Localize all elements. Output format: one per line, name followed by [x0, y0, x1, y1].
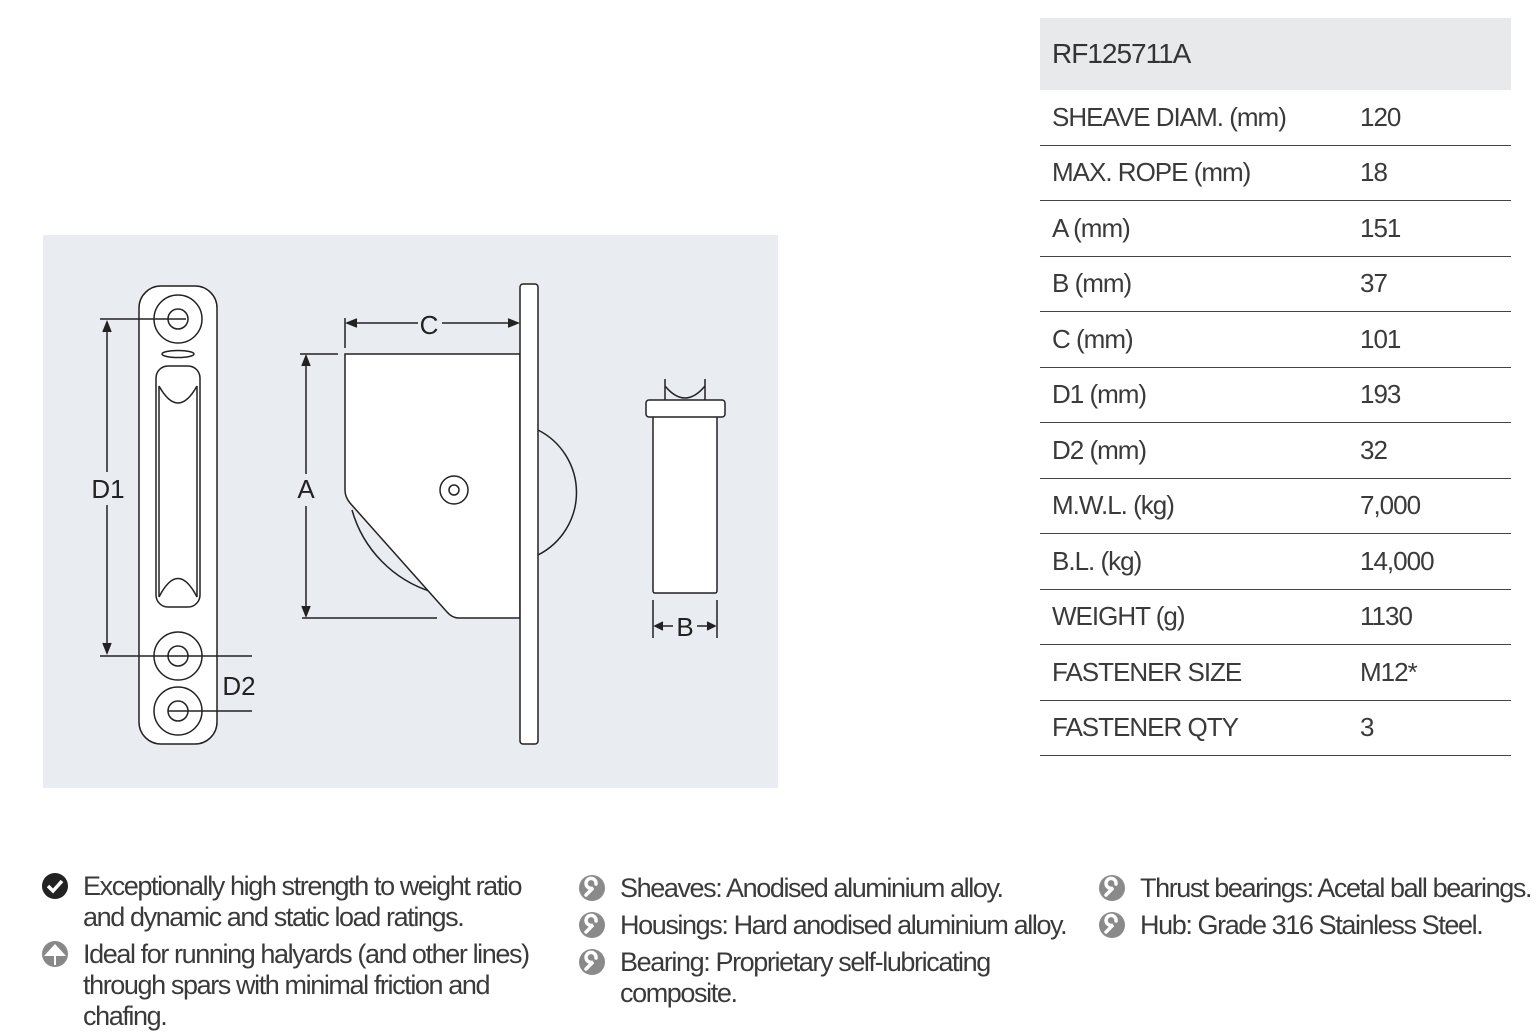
spec-value: 101	[1360, 323, 1401, 354]
material-item: Thrust bearings: Acetal ball bearings.	[1098, 873, 1534, 904]
spec-value: 37	[1360, 268, 1388, 299]
materials-list: Sheaves: Anodised aluminium alloy. Housin…	[578, 873, 1083, 1009]
spec-row: A (mm) 151	[1040, 201, 1511, 257]
spec-row: WEIGHT (g) 1130	[1040, 590, 1511, 645]
materials-list: Thrust bearings: Acetal ball bearings. Hu…	[1098, 873, 1534, 941]
wrench-icon	[1099, 875, 1125, 901]
dimension-label-a: A	[297, 474, 315, 504]
sail-icon	[42, 941, 68, 967]
spec-label: C (mm)	[1052, 323, 1134, 354]
spec-label: D2 (mm)	[1052, 434, 1147, 465]
spec-value: 193	[1360, 379, 1401, 410]
spec-value: 151	[1360, 212, 1401, 243]
spec-row: C (mm) 101	[1040, 312, 1511, 368]
features-list: Exceptionally high strength to weight ra…	[41, 871, 566, 1032]
spec-label: B.L. (kg)	[1052, 545, 1142, 576]
wrench-icon	[1099, 912, 1125, 938]
spec-row: FASTENER SIZE M12*	[1040, 645, 1511, 701]
spec-row: MAX. ROPE (mm) 18	[1040, 146, 1511, 201]
spec-label: M.W.L. (kg)	[1052, 490, 1175, 521]
spec-label: MAX. ROPE (mm)	[1052, 157, 1251, 188]
spec-label: B (mm)	[1052, 268, 1132, 299]
spec-value: 18	[1360, 157, 1388, 188]
dimension-label-d2: D2	[222, 671, 255, 701]
spec-label: WEIGHT (g)	[1052, 601, 1186, 632]
spec-value: 3	[1360, 712, 1375, 743]
spec-label: FASTENER SIZE	[1052, 656, 1242, 687]
wrench-icon	[579, 912, 605, 938]
spec-row: M.W.L. (kg) 7,000	[1040, 479, 1511, 534]
front-view	[100, 285, 252, 745]
dimension-label-d1: D1	[91, 474, 124, 504]
spec-value: 32	[1360, 434, 1388, 465]
material-item: Bearing: Proprietary self-lubricating co…	[578, 947, 1083, 1009]
spec-label: A (mm)	[1052, 212, 1131, 243]
spec-value: M12*	[1360, 656, 1418, 687]
spec-value: 1130	[1360, 601, 1413, 632]
spec-label: FASTENER QTY	[1052, 712, 1239, 743]
feature-item: Exceptionally high strength to weight ra…	[41, 871, 566, 933]
check-circle-icon	[42, 873, 68, 899]
spec-row: B.L. (kg) 14,000	[1040, 534, 1511, 590]
wrench-icon	[579, 949, 605, 975]
spec-value: 7,000	[1360, 490, 1421, 521]
spec-label: SHEAVE DIAM. (mm)	[1052, 101, 1287, 132]
material-item: Sheaves: Anodised aluminium alloy.	[578, 873, 1083, 904]
side-view	[300, 283, 578, 745]
spec-row: B (mm) 37	[1040, 257, 1511, 312]
spec-row: D1 (mm) 193	[1040, 368, 1511, 423]
model-number: RF125711A	[1040, 18, 1511, 90]
spec-row: FASTENER QTY 3	[1040, 701, 1511, 756]
end-view	[645, 379, 726, 638]
material-item: Hub: Grade 316 Stainless Steel.	[1098, 910, 1534, 941]
spec-row: D2 (mm) 32	[1040, 423, 1511, 479]
feature-item: Ideal for running halyards (and other li…	[41, 939, 566, 1032]
material-item: Housings: Hard anodised aluminium alloy.	[578, 910, 1083, 941]
dimension-label-b: B	[676, 612, 693, 642]
spec-value: 120	[1360, 101, 1401, 132]
spec-value: 14,000	[1360, 545, 1435, 576]
wrench-icon	[579, 875, 605, 901]
dimension-label-c: C	[420, 310, 439, 340]
spec-label: D1 (mm)	[1052, 379, 1147, 410]
spec-row: SHEAVE DIAM. (mm) 120	[1040, 90, 1511, 146]
